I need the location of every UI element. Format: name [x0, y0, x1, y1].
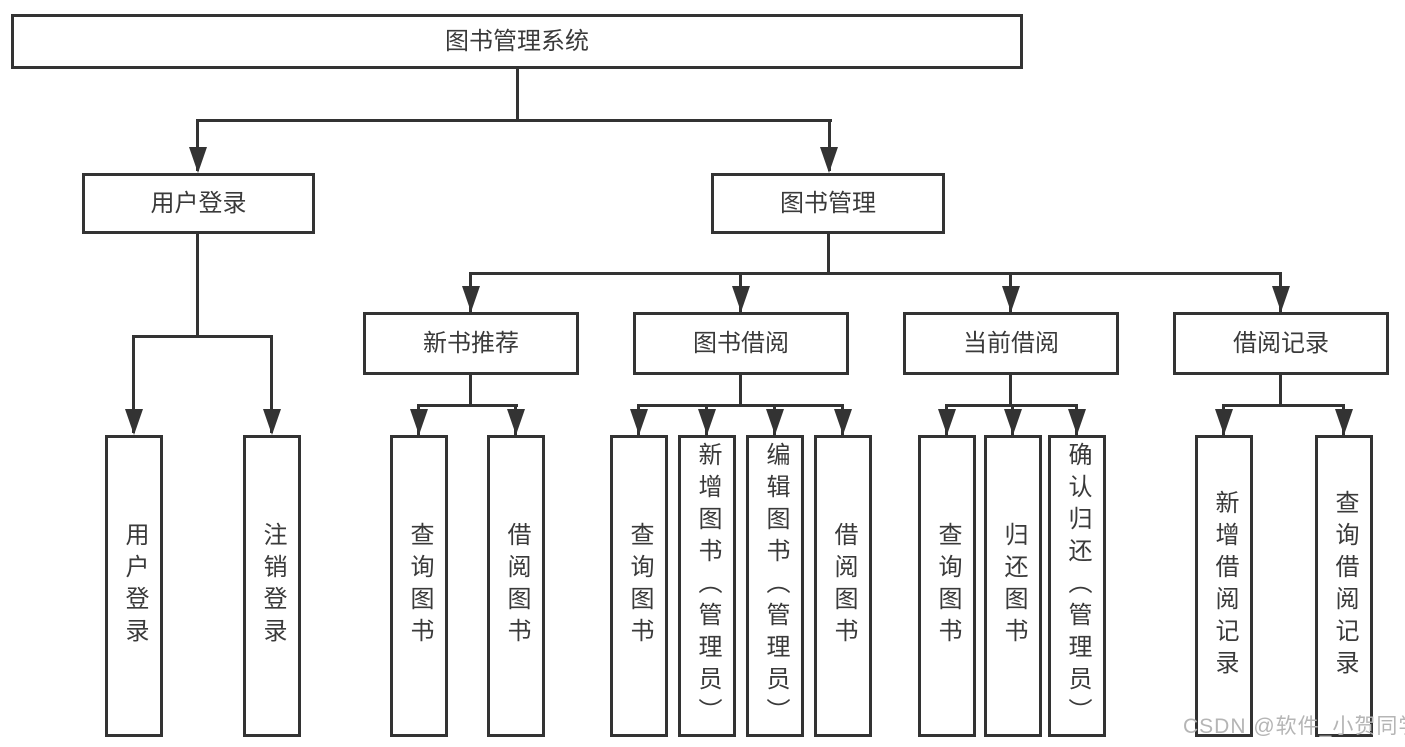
leaf-query-book-borrowing-label: 查询图书 — [626, 522, 653, 650]
node-book-borrowing: 图书借阅 — [633, 312, 849, 375]
connector-line — [469, 375, 472, 406]
leaf-query-borrow-record: 查询借阅记录 — [1315, 435, 1373, 737]
leaf-edit-book-admin-label: 编辑图书（管理员） — [762, 442, 789, 730]
node-user-login-branch: 用户登录 — [82, 173, 315, 234]
leaf-confirm-return-admin-label: 确认归还（管理员） — [1064, 442, 1091, 730]
connector-line — [469, 272, 1282, 275]
leaf-return-book-label: 归还图书 — [1000, 522, 1027, 650]
connector-line — [132, 335, 273, 338]
connector-line — [1009, 375, 1012, 406]
leaf-return-book: 归还图书 — [984, 435, 1042, 737]
node-book-management-branch: 图书管理 — [711, 173, 945, 234]
node-user-login-branch-label: 用户登录 — [150, 189, 247, 217]
leaf-query-book-current: 查询图书 — [918, 435, 976, 737]
connector-line — [132, 335, 135, 433]
node-current-borrowing: 当前借阅 — [903, 312, 1119, 375]
arrowhead-icon — [938, 409, 956, 435]
leaf-add-book-admin: 新增图书（管理员） — [678, 435, 736, 737]
leaf-logout-label: 注销登录 — [259, 522, 286, 650]
connector-line — [1222, 404, 1345, 407]
node-root: 图书管理系统 — [11, 14, 1023, 69]
leaf-confirm-return-admin: 确认归还（管理员） — [1048, 435, 1106, 737]
connector-line — [1279, 375, 1282, 406]
leaf-query-borrow-record-label: 查询借阅记录 — [1331, 490, 1358, 682]
node-root-label: 图书管理系统 — [445, 27, 589, 55]
connector-line — [196, 234, 199, 337]
csdn-watermark: CSDN @软件_小贺同学 — [1183, 715, 1405, 738]
arrowhead-icon — [766, 409, 784, 435]
leaf-query-book-current-label: 查询图书 — [934, 522, 961, 650]
arrowhead-icon — [1002, 286, 1020, 312]
arrowhead-icon — [630, 409, 648, 435]
connector-line — [270, 335, 273, 433]
connector-line — [637, 404, 844, 407]
node-new-book-recommend: 新书推荐 — [363, 312, 579, 375]
leaf-borrow-book: 借阅图书 — [814, 435, 872, 737]
leaf-borrow-book-label: 借阅图书 — [830, 522, 857, 650]
leaf-borrow-book-recommend-label: 借阅图书 — [503, 522, 530, 650]
leaf-edit-book-admin: 编辑图书（管理员） — [746, 435, 804, 737]
connector-line — [196, 119, 199, 171]
arrowhead-icon — [1215, 409, 1233, 435]
arrowhead-icon — [1335, 409, 1353, 435]
node-book-management-branch-label: 图书管理 — [780, 189, 876, 217]
leaf-add-borrow-record: 新增借阅记录 — [1195, 435, 1253, 737]
leaf-user-login-label: 用户登录 — [121, 522, 148, 650]
node-current-borrowing-label: 当前借阅 — [963, 329, 1059, 357]
node-borrowing-records: 借阅记录 — [1173, 312, 1389, 375]
arrowhead-icon — [507, 409, 525, 435]
leaf-query-book-recommend: 查询图书 — [390, 435, 448, 737]
arrowhead-icon — [1004, 409, 1022, 435]
leaf-query-book-borrowing: 查询图书 — [610, 435, 668, 737]
arrowhead-icon — [732, 286, 750, 312]
connector-line — [417, 404, 518, 407]
arrowhead-icon — [1068, 409, 1086, 435]
arrowhead-icon — [462, 286, 480, 312]
node-new-book-recommend-label: 新书推荐 — [423, 329, 519, 357]
arrowhead-icon — [410, 409, 428, 435]
connector-line — [516, 68, 519, 121]
arrowhead-icon — [263, 409, 281, 435]
node-borrowing-records-label: 借阅记录 — [1233, 329, 1329, 357]
leaf-query-book-recommend-label: 查询图书 — [406, 522, 433, 650]
arrowhead-icon — [834, 409, 852, 435]
connector-line — [197, 119, 832, 122]
leaf-user-login: 用户登录 — [105, 435, 163, 737]
connector-line — [828, 119, 831, 171]
arrowhead-icon — [189, 147, 207, 173]
leaf-logout: 注销登录 — [243, 435, 301, 737]
connector-line — [739, 375, 742, 406]
leaf-add-book-admin-label: 新增图书（管理员） — [694, 442, 721, 730]
leaf-borrow-book-recommend: 借阅图书 — [487, 435, 545, 737]
node-book-borrowing-label: 图书借阅 — [693, 329, 789, 357]
arrowhead-icon — [1272, 286, 1290, 312]
connector-line — [827, 234, 830, 274]
leaf-add-borrow-record-label: 新增借阅记录 — [1211, 490, 1238, 682]
arrowhead-icon — [698, 409, 716, 435]
arrowhead-icon — [820, 147, 838, 173]
arrowhead-icon — [125, 409, 143, 435]
